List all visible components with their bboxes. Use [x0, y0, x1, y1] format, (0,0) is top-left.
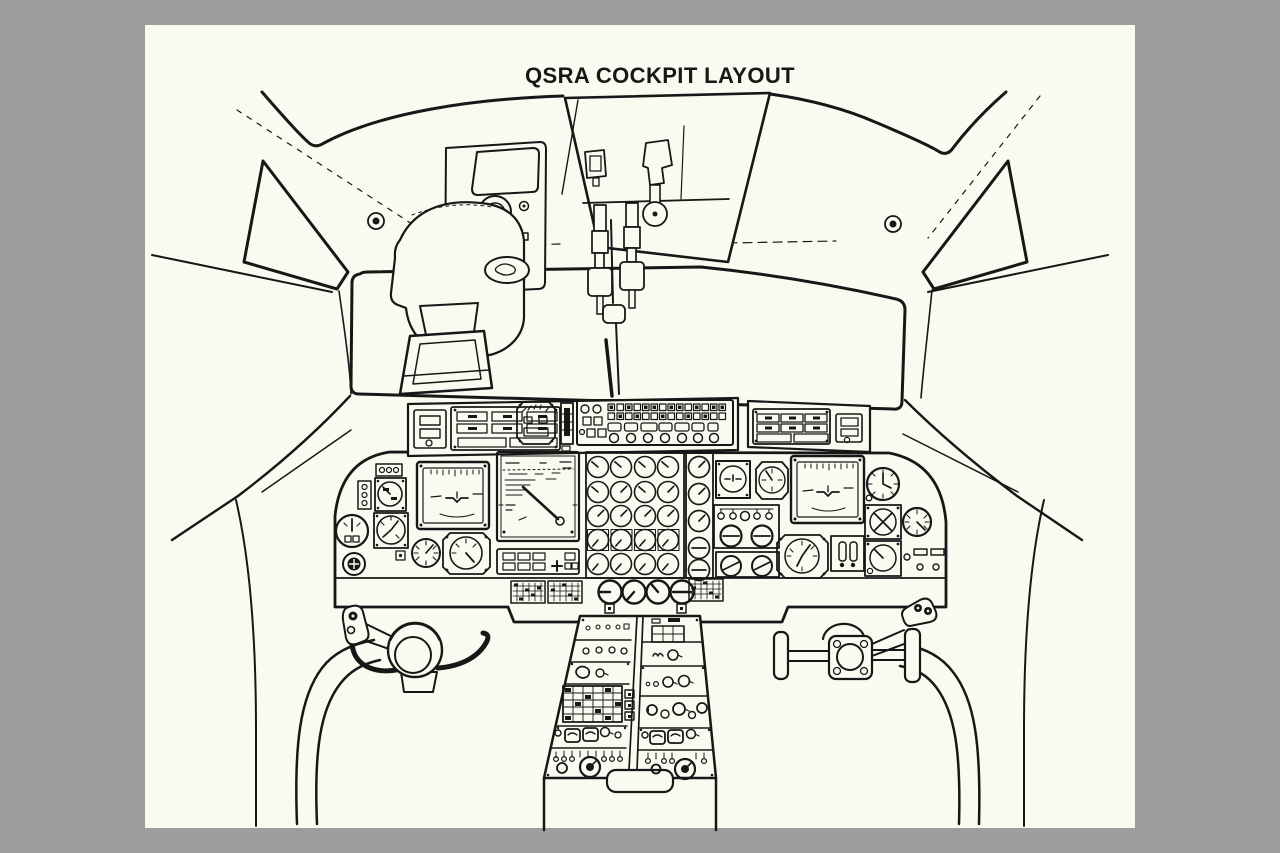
panel-bottom-strip	[510, 578, 724, 614]
center-gauge-column	[685, 451, 714, 582]
standby-cluster	[713, 460, 789, 578]
gauge-square-1	[374, 477, 407, 512]
pedestal-right-panels	[641, 618, 708, 781]
hud-unit	[389, 141, 547, 396]
center-pedestal	[542, 614, 718, 832]
left-yoke-right-horn	[435, 630, 491, 671]
glareshield	[406, 396, 872, 458]
altimeter-gauge	[411, 538, 441, 568]
trim-slit-indicator	[560, 402, 574, 452]
right-yoke	[772, 597, 981, 826]
left-yoke	[295, 604, 491, 826]
adi-left	[415, 460, 491, 531]
adi-right	[789, 454, 866, 525]
flap-indicator	[516, 401, 556, 445]
dark-gauge	[342, 552, 366, 576]
hsi-instrument	[776, 534, 829, 579]
keypad-left-2	[547, 580, 583, 604]
windshield-wiper	[602, 219, 626, 398]
pedestal-rotary-right	[673, 757, 697, 781]
pedestal-handle	[605, 768, 675, 794]
eyebrow-window-right	[921, 159, 1029, 291]
window-frame	[151, 90, 1109, 827]
hud-upper-window	[471, 147, 540, 196]
gauge-square-right	[864, 540, 902, 577]
overhead-console	[561, 91, 772, 264]
keypad-right	[688, 578, 724, 602]
main-instrument-panel	[333, 450, 948, 624]
overhead-handle	[642, 139, 673, 204]
right-yoke-column-outer	[903, 643, 981, 826]
crt-display	[495, 450, 581, 543]
turn-slip-indicator	[864, 504, 902, 540]
bottom-gauges	[597, 579, 695, 614]
hud-combiner-frame	[398, 329, 494, 396]
half-dial-panel	[715, 551, 780, 578]
vsi-instrument	[442, 532, 491, 575]
pedestal-left-panels	[552, 623, 635, 779]
dual-tape-indicator	[830, 535, 865, 572]
right-small-panel	[835, 413, 863, 444]
right-yoke-right-grip	[903, 627, 922, 684]
left-switch-panel	[496, 548, 580, 575]
hud-port	[484, 256, 530, 284]
pedestal-rotary-left	[578, 755, 602, 779]
mcp-knobs	[607, 422, 720, 444]
engine-sync-panel	[713, 504, 780, 549]
left-annunciator-panel	[450, 406, 561, 451]
right-yoke-hub-plate	[827, 634, 874, 681]
right-yoke-left-grip	[772, 630, 790, 681]
right-instrument-cluster	[776, 454, 945, 579]
clock-gauge	[334, 513, 370, 549]
mode-control-panel	[576, 399, 734, 446]
overhead-switch	[584, 149, 607, 187]
mcp-pushbuttons	[607, 403, 727, 421]
throttle-levers	[587, 202, 645, 315]
left-yoke-column-inner	[315, 658, 382, 826]
diagram-title: QSRA COCKPIT LAYOUT	[525, 63, 795, 88]
windshield	[349, 265, 907, 411]
gauge-right-round	[901, 506, 933, 538]
eyebrow-window-left	[242, 159, 350, 291]
left-small-panel	[413, 409, 447, 449]
gauge-square-2	[373, 512, 409, 549]
ceiling-fastener-left	[367, 212, 385, 230]
rmi-gauge	[755, 461, 789, 500]
ceiling-fastener-right	[884, 215, 902, 233]
right-yoke-bar-left	[787, 650, 831, 662]
right-annunciator-panel	[752, 408, 831, 445]
engine-gauge-grid	[585, 451, 685, 579]
right-yoke-switch-pod	[901, 597, 938, 627]
left-instrument-cluster	[334, 450, 581, 576]
keypad-left-1	[510, 580, 546, 604]
clock-right	[865, 466, 901, 502]
